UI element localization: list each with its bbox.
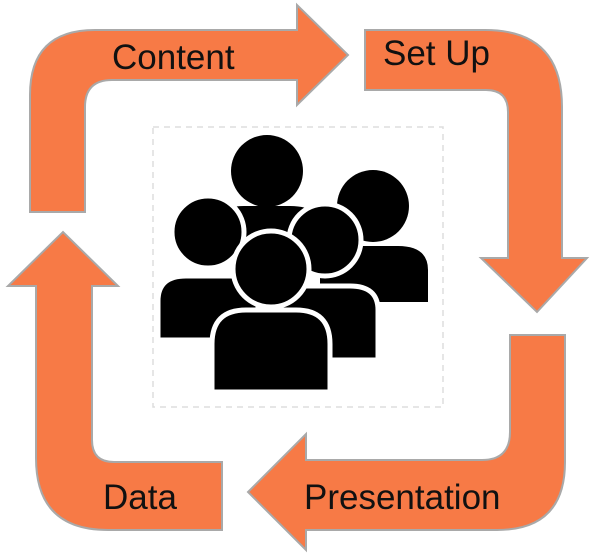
icon-frame (152, 126, 444, 408)
arrow-content (29, 2, 350, 213)
arrow-set-up (364, 29, 590, 314)
step-label-set-up: Set Up (383, 34, 490, 73)
step-label-presentation: Presentation (304, 478, 501, 517)
arrow-data (5, 230, 223, 531)
step-label-content: Content (112, 38, 235, 77)
step-label-data: Data (103, 478, 177, 517)
group-of-people-icon (152, 126, 444, 408)
arrow-presentation (246, 334, 566, 553)
